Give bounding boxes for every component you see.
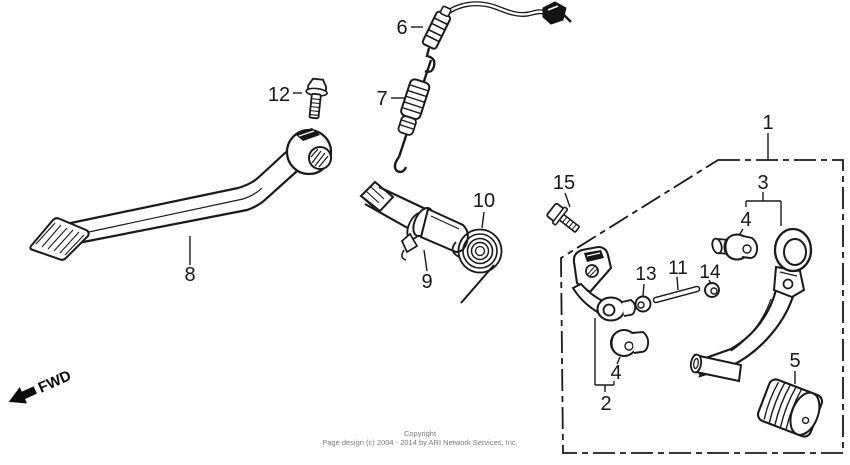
callout-7[interactable]: 7 (376, 88, 387, 110)
callout-13[interactable]: 13 (635, 264, 656, 285)
bracket-3 (745, 192, 782, 226)
leader-11 (676, 276, 679, 291)
flange-bolt-part (546, 202, 580, 233)
kick-arm-part (689, 227, 813, 383)
pivot-bolt-part (305, 77, 328, 120)
joint-lower-part (609, 328, 650, 358)
callout-10[interactable]: 10 (473, 190, 495, 212)
callout-2[interactable]: 2 (600, 393, 611, 415)
footer: Copyright Page design (c) 2004 - 2014 by… (322, 429, 518, 447)
pedal-pad (29, 217, 90, 261)
callout-12[interactable]: 12 (268, 84, 290, 106)
leader-14 (708, 279, 712, 285)
callout-1[interactable]: 1 (762, 112, 773, 134)
pedal-pivot-boss (285, 128, 333, 176)
assembly-outline (560, 159, 844, 454)
cable-part (421, 1, 572, 74)
change-arm-part (571, 245, 637, 322)
spring-rod-part (393, 59, 433, 174)
leader-15 (564, 192, 571, 208)
coil-spring (397, 78, 431, 136)
callout-15[interactable]: 15 (553, 172, 575, 194)
nut-14-part (704, 282, 720, 298)
callout-8[interactable]: 8 (184, 264, 195, 286)
cable-end-connector (542, 1, 572, 25)
fwd-label: FWD (36, 367, 74, 396)
leader-4-lower (616, 356, 621, 365)
cable-adjuster (421, 5, 452, 50)
footer-line2: Page design (c) 2004 - 2014 by ARI Netwo… (322, 438, 518, 447)
fwd-arrow-icon (8, 386, 37, 404)
nut-13-part (634, 295, 652, 313)
footer-line1: Copyright (404, 429, 437, 438)
spindle-part (359, 180, 469, 261)
callout-4-lower[interactable]: 4 (610, 362, 621, 384)
callout-11[interactable]: 11 (668, 258, 688, 279)
callout-14[interactable]: 14 (699, 262, 721, 283)
brake-pedal-part (29, 128, 333, 261)
arm-eye (773, 227, 813, 273)
fwd-marker: FWD (8, 367, 74, 404)
leader-9 (423, 249, 428, 272)
bracket-2 (594, 318, 615, 392)
joint-upper-part (711, 233, 759, 261)
footpeg-shaft (689, 353, 743, 383)
change-arm-eye (596, 296, 637, 322)
leader-13 (642, 283, 645, 297)
callout-9[interactable]: 9 (421, 271, 432, 293)
rod-11-part (652, 285, 701, 304)
pedal-rubber-part (756, 378, 824, 438)
callout-6[interactable]: 6 (396, 17, 407, 39)
callout-4-upper[interactable]: 4 (740, 209, 751, 231)
torsion-spring-part (451, 228, 503, 304)
callout-5[interactable]: 5 (789, 350, 800, 372)
callout-3[interactable]: 3 (757, 172, 768, 194)
leader-10 (481, 211, 485, 229)
